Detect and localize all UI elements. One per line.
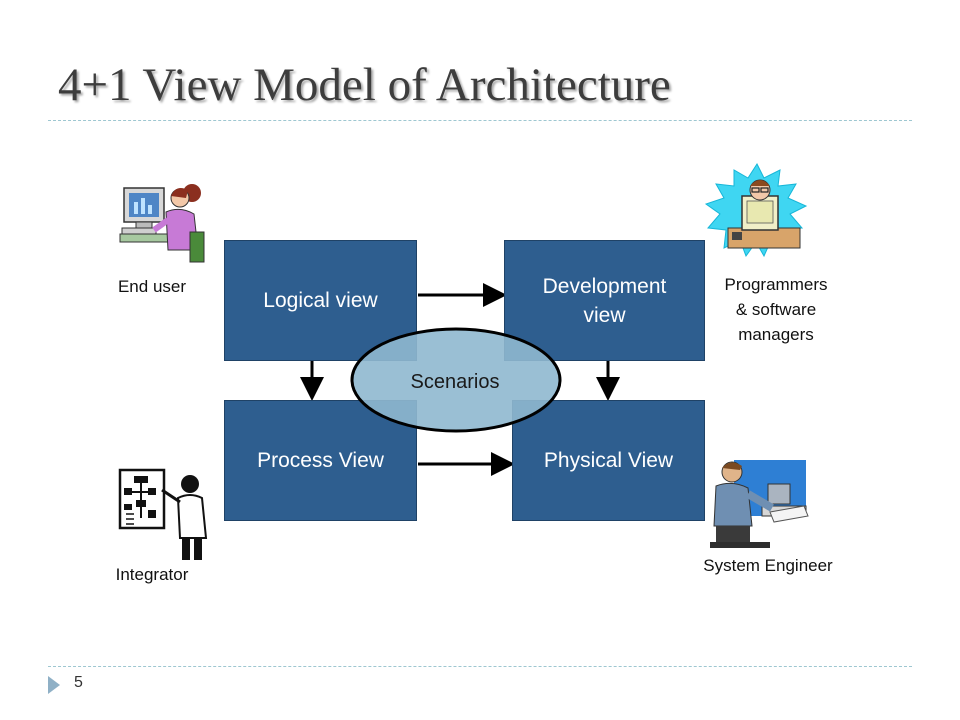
page-marker-icon: [48, 676, 60, 694]
process-view-box: Process View: [224, 400, 417, 521]
person-presenting-flowchart-icon: [118, 468, 208, 560]
scenarios-label: Scenarios: [411, 371, 500, 393]
logical-view-label: Logical view: [263, 289, 378, 312]
programmers-label: Programmers & software managers: [724, 275, 828, 344]
physical-view-label: Physical View: [543, 449, 674, 472]
slide-title: 4+1 View Model of Architecture: [58, 59, 671, 111]
development-view-box: Development view: [504, 240, 705, 361]
engineer-at-workstation-icon: [710, 460, 809, 548]
logical-view-box: Logical view: [224, 240, 417, 361]
integrator-label: Integrator: [115, 565, 189, 584]
system-engineer-label: System Engineer: [703, 556, 833, 575]
title-divider: [48, 120, 912, 121]
process-view-label: Process View: [257, 449, 384, 472]
physical-view-box: Physical View: [512, 400, 705, 521]
footer-divider: [48, 666, 912, 667]
scenarios-ellipse: [350, 327, 562, 433]
programmer-at-computer-icon: [704, 162, 808, 258]
end-user-label: End user: [117, 277, 187, 296]
page-number: 5: [74, 674, 83, 691]
woman-at-computer-icon: [119, 184, 205, 263]
development-view-label: Development view: [542, 274, 667, 327]
